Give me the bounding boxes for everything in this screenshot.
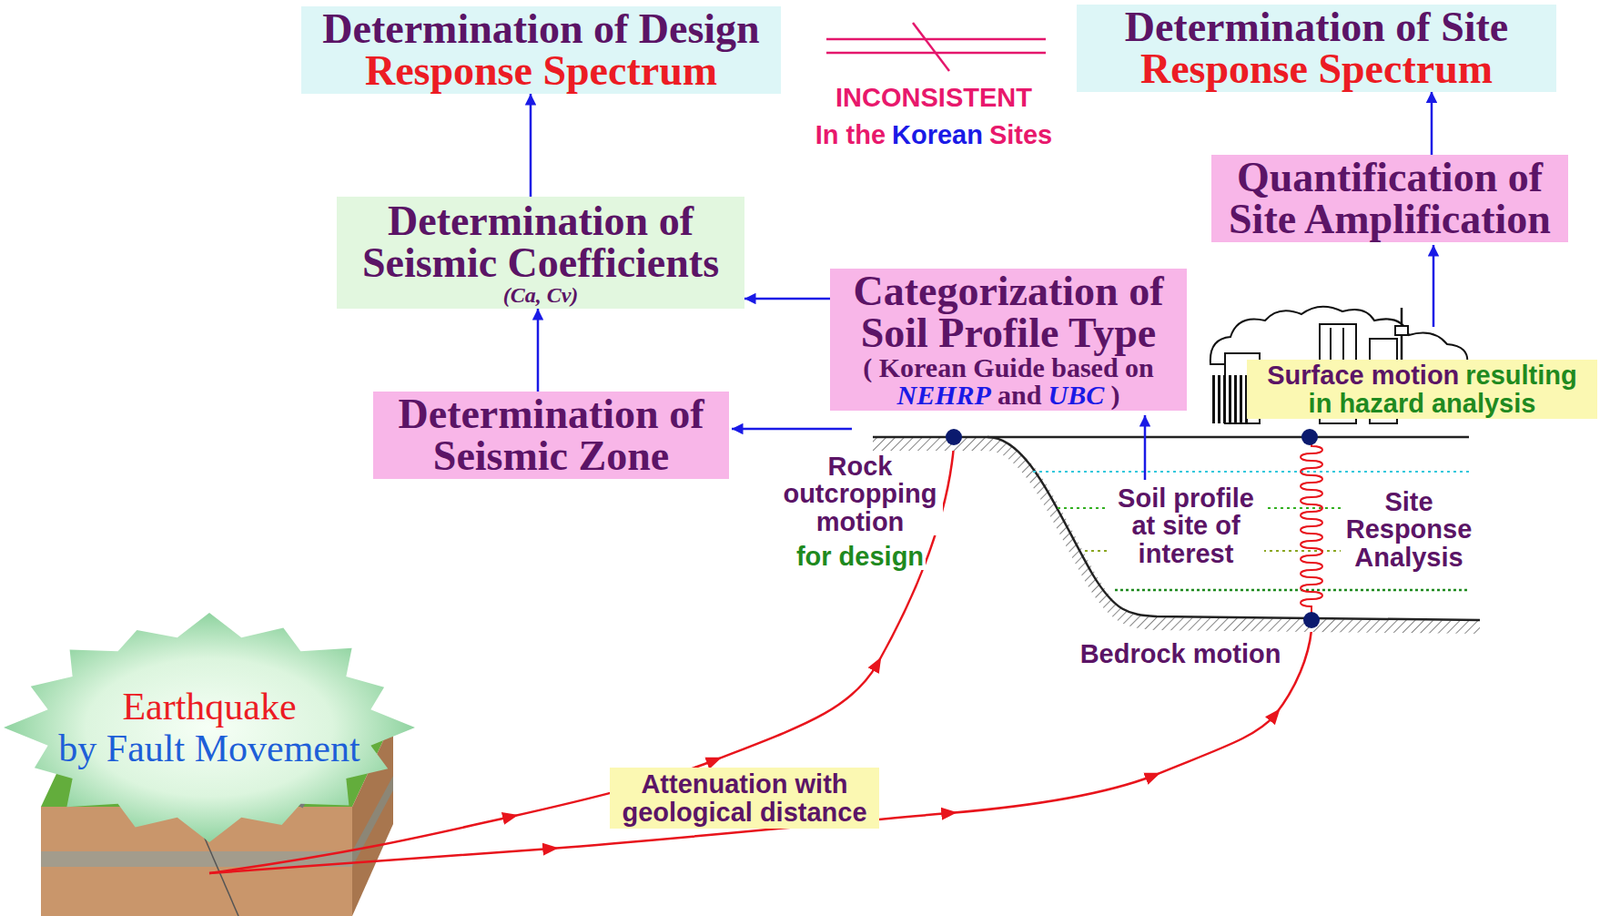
ground-surface (872, 435, 1469, 439)
text-line: Quantification of Site Amplification (1222, 156, 1558, 241)
process-box: Determination of Seismic Coefficients(Ca… (336, 196, 745, 309)
soil-layer-line (1114, 588, 1469, 592)
annotation-label: Korean (891, 121, 983, 149)
process-box: Categorization of Soil Profile Type( Kor… (830, 268, 1187, 411)
label-group: for design (794, 542, 926, 570)
flow-arrow (1430, 91, 1434, 156)
text-line: Determination of Design (312, 8, 770, 51)
tower (1395, 325, 1408, 335)
rock-hatching (872, 444, 1480, 628)
text-line: Surface motionresulting (1254, 361, 1590, 389)
box-text: Response Spectrum (1140, 48, 1493, 91)
annotation-label: Bedrock motion (1080, 639, 1282, 668)
box-text: Response Spectrum (364, 50, 718, 92)
label-group: Bedrock motion (1078, 639, 1284, 668)
motion-point (945, 428, 963, 446)
box-text: and (997, 381, 1042, 409)
motion-point (1303, 611, 1320, 628)
text-line: (Ca, Cv) (347, 283, 734, 306)
box-text: resulting (1465, 361, 1577, 389)
process-box: Determination of Seismic Zone (373, 391, 730, 479)
annotation-label: Soil profile at site of interest (1109, 484, 1263, 568)
text-line: Determination of Seismic Zone (384, 393, 719, 477)
burst-text: Earthquake (121, 685, 296, 728)
annotation-label: In the (815, 121, 886, 149)
box-text: Quantification of Site Amplification (1222, 156, 1558, 241)
box-text: Categorization of Soil Profile Type (840, 270, 1176, 355)
text-line: Determination of Site (1087, 6, 1546, 49)
starburst-node: Earthquakeby Fault Movement (3, 612, 416, 842)
process-box: Determination of SiteResponse Spectrum (1076, 4, 1557, 92)
text-line: in hazard analysis (1254, 389, 1590, 417)
box-text: UBC (1048, 381, 1105, 409)
text-line: Attenuation with geological distance (617, 769, 872, 826)
burst-text: by Fault Movement (58, 727, 360, 770)
box-text: ) (1110, 381, 1120, 409)
box-text: Determination of Design (322, 8, 760, 51)
text-line: Determination of Seismic Coefficients (347, 200, 734, 284)
striped-building (1210, 374, 1249, 424)
box-text: Determination of Seismic Coefficients (347, 200, 734, 284)
process-box: Surface motionresultingin hazard analysi… (1246, 359, 1598, 419)
box-text: ( Korean Guide based on (862, 354, 1155, 382)
not-equal-symbol (826, 22, 1046, 71)
label-group: In theKoreanSites (810, 121, 1057, 149)
text-line: Response Spectrum (312, 50, 770, 92)
process-box: Determination of DesignResponse Spectrum (301, 6, 781, 94)
annotation-label: Sites (989, 121, 1053, 149)
box-text: Determination of Site (1124, 6, 1509, 49)
label-group: Site Response Analysis (1340, 487, 1478, 571)
label-group: INCONSISTENT (833, 83, 1034, 112)
box-text: Surface motion (1266, 361, 1459, 389)
text-line: by Fault Movement (3, 727, 416, 770)
box-text: NEHRP (897, 381, 992, 409)
annotation-label: Rock outcropping motion (779, 452, 942, 536)
motion-point (1301, 428, 1318, 446)
rock-layer (352, 775, 394, 867)
annotation-label: for design (796, 542, 924, 570)
flow-arrow (536, 308, 540, 392)
flow-arrow (529, 93, 533, 197)
flow-arrow (744, 297, 831, 301)
starburst-outline (3, 612, 416, 842)
text-line: Response Spectrum (1087, 48, 1546, 91)
text-line: Categorization of Soil Profile Type (840, 270, 1176, 355)
flow-arrow (731, 427, 852, 431)
process-box: Attenuation with geological distance (609, 767, 880, 829)
flow-arrow (1144, 415, 1147, 480)
box-text: in hazard analysis (1308, 389, 1537, 417)
box-text: Determination of Seismic Zone (384, 393, 719, 477)
text-line: NEHRPandUBC) (840, 381, 1176, 409)
response-spring (1300, 440, 1323, 616)
annotation-label: Site Response Analysis (1342, 487, 1476, 571)
text-line: ( Korean Guide based on (840, 354, 1176, 382)
box-text: Attenuation with geological distance (617, 769, 872, 826)
not-equal-bar (826, 38, 1046, 41)
not-equal-slash (912, 22, 950, 71)
flow-arrow (1432, 244, 1436, 327)
box-text: (Ca, Cv) (503, 283, 579, 306)
text-line: Earthquake (3, 685, 416, 728)
process-box: Quantification of Site Amplification (1211, 154, 1569, 243)
label-group: Soil profile at site of interest (1107, 484, 1265, 568)
bedrock-boundary (987, 436, 1480, 620)
soil-layer-line (1032, 470, 1469, 473)
annotation-label: INCONSISTENT (835, 83, 1033, 112)
label-group: Rock outcropping motion (777, 452, 943, 536)
